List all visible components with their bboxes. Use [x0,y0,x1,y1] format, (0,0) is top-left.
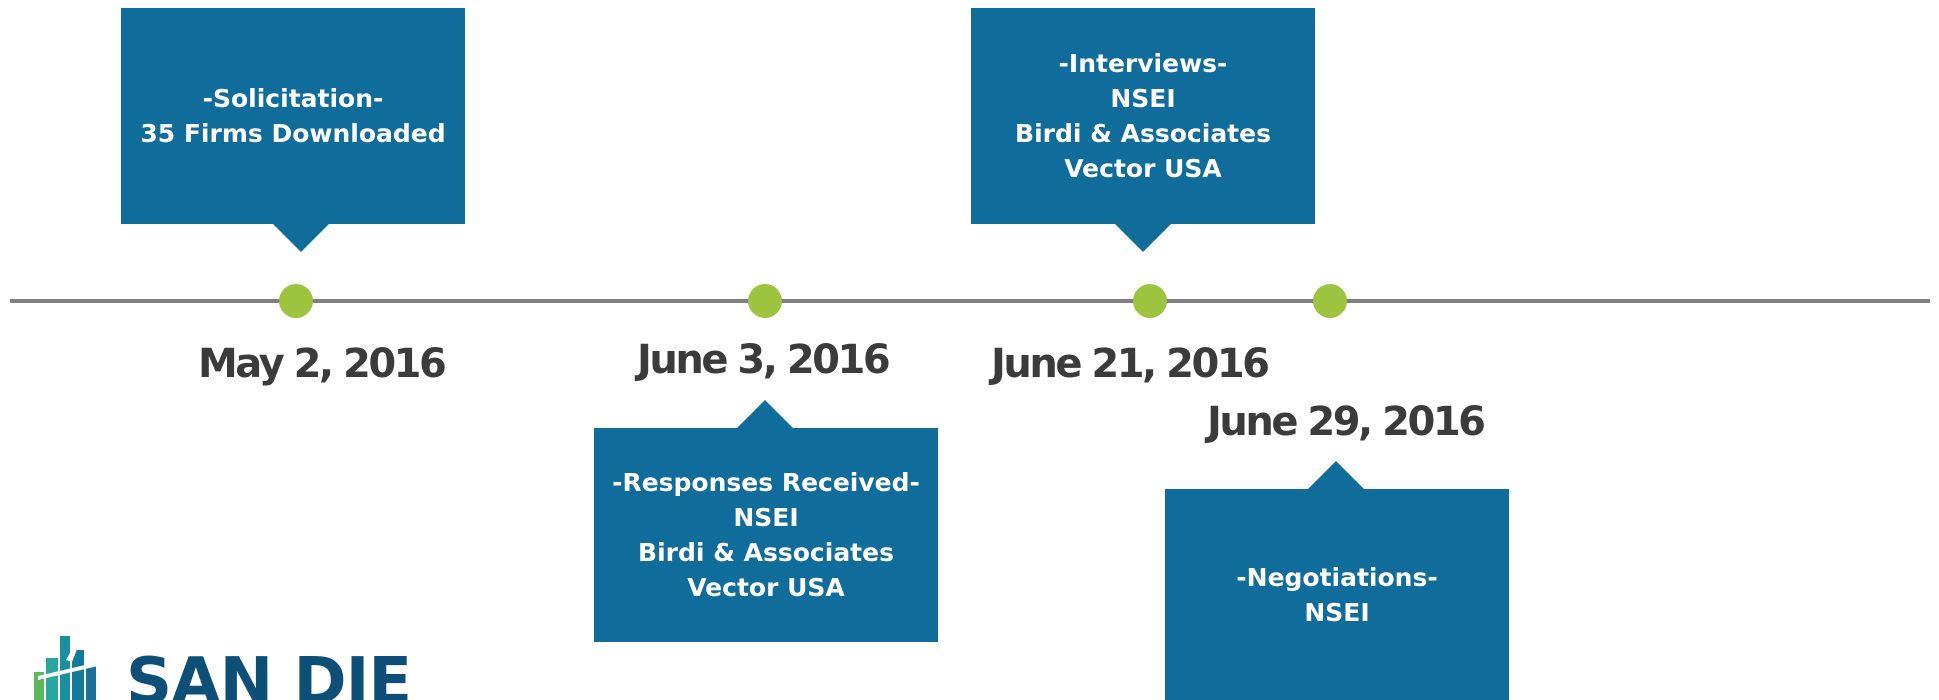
callout-pointer [1115,224,1171,252]
callout-responses-received: -Responses Received- NSEI Birdi & Associ… [594,428,938,642]
callout-line: 35 Firms Downloaded [140,119,446,148]
timeline-marker [1133,284,1167,318]
callout-line: NSEI [1304,597,1370,627]
timeline-marker [748,284,782,318]
callout-interviews: -Interviews- NSEI Birdi & Associates Vec… [971,8,1315,224]
callout-line: -Negotiations- [1236,562,1438,592]
callout-line: -Responses Received- [612,468,920,497]
callout-pointer [737,400,793,428]
event-date: May 2, 2016 [198,341,447,387]
callout-line: Birdi & Associates [1015,119,1271,148]
callout-line: Vector USA [687,573,845,602]
callout-line: NSEI [733,503,799,532]
callout-line: NSEI [1110,84,1176,113]
callout-pointer [1308,461,1364,489]
timeline-marker [279,284,313,318]
city-skyline-icon [34,636,98,700]
timeline-marker [1313,284,1347,318]
callout-line: Vector USA [1064,154,1222,183]
callout-line: -Solicitation- [202,84,384,113]
san-diego-logo: SAN DIEGO [28,632,408,700]
callout-line: Birdi & Associates [638,538,894,567]
timeline-axis [10,299,1930,303]
logo-wordmark: SAN DIEGO [126,645,408,700]
callout-line: -Interviews- [1058,49,1228,78]
callout-solicitation: -Solicitation- 35 Firms Downloaded [121,8,465,224]
event-date: June 3, 2016 [637,337,891,383]
callout-negotiations: -Negotiations- NSEI [1165,489,1509,700]
callout-pointer [273,224,329,252]
event-date: June 21, 2016 [991,341,1270,387]
event-date: June 29, 2016 [1207,399,1486,445]
